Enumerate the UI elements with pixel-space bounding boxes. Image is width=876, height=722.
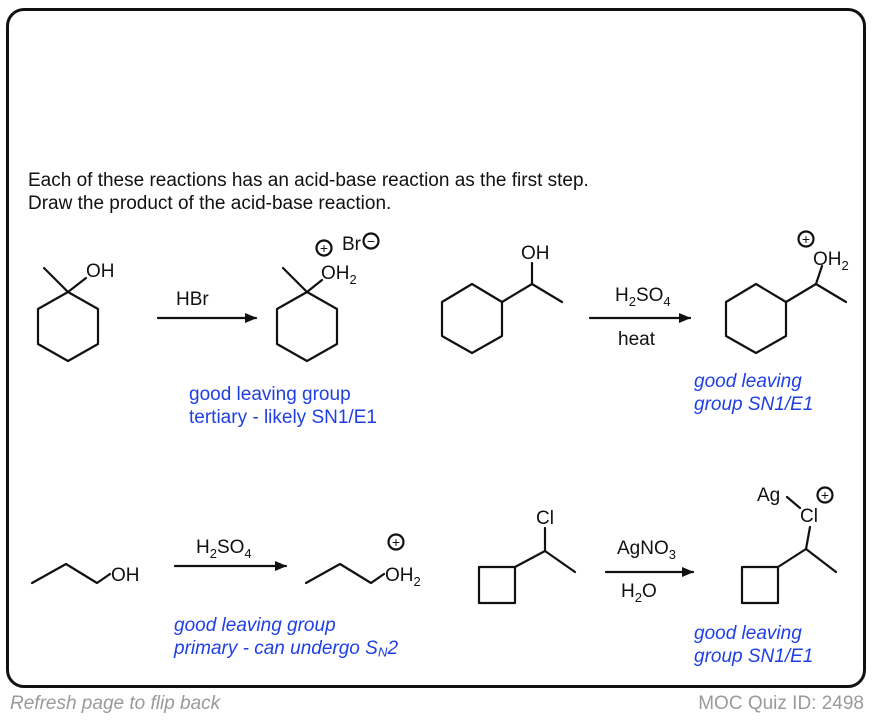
reactant-2-structure: [440, 261, 564, 355]
note-1-line-1: good leaving group: [189, 384, 351, 405]
reagent-3-top: H2SO4: [196, 537, 252, 561]
product-2-oh2-label: OH2: [813, 249, 849, 273]
reagent-4-bottom: H2O: [621, 581, 657, 605]
reactant-3-oh-label: OH: [111, 565, 140, 586]
product-4-ag-label: Ag: [757, 485, 780, 506]
note-2-line-2: group SN1/E1: [694, 394, 814, 415]
quiz-id-label: MOC Quiz ID: 2498: [698, 693, 864, 714]
reagent-4-h: H: [621, 581, 635, 602]
note-2-line-1: good leaving: [694, 371, 802, 392]
product-3-structure: [304, 562, 386, 585]
note-3-line-1: good leaving group: [174, 615, 336, 636]
product-1-structure: [275, 266, 339, 363]
note-4: good leaving group SN1/E1: [694, 622, 813, 668]
plus-charge-2-icon: [797, 230, 815, 248]
plus-sign-4: +: [821, 487, 829, 503]
plus-sign-1: +: [320, 240, 328, 256]
plus-sign-2: +: [802, 231, 810, 247]
note-3: good leaving group primary - can undergo…: [174, 614, 398, 664]
reagent-2-top: H2SO4: [615, 285, 671, 309]
reactant-2-oh-label: OH: [521, 243, 550, 264]
reagent-2-sub2: 4: [663, 294, 670, 309]
reagent-2-so: SO: [636, 285, 663, 306]
instruction-line-2: Draw the product of the acid-base reacti…: [28, 193, 392, 214]
instruction-line-1: Each of these reactions has an acid-base…: [28, 170, 589, 191]
reactant-1-oh-label: OH: [86, 261, 115, 282]
note-4-line-2: group SN1/E1: [694, 646, 814, 667]
reagent-3-sub2: 4: [244, 546, 251, 561]
reagent-3-so: SO: [217, 537, 244, 558]
reagent-4-agno: AgNO: [617, 538, 669, 559]
product-4-cl-label: Cl: [800, 506, 818, 527]
minus-charge-1-icon: [362, 232, 380, 250]
reagent-2-bottom: heat: [618, 329, 656, 350]
reagent-4-sub: 3: [669, 547, 676, 562]
quiz-card: [6, 8, 866, 688]
note-3-line-2-suffix: 2: [387, 638, 399, 659]
note-1-line-2: tertiary - likely SN1/E1: [189, 407, 377, 428]
plus-sign-3: +: [392, 534, 400, 550]
product-2-oh-sub: 2: [842, 258, 849, 273]
note-3-line-2-prefix: primary - can undergo S: [174, 638, 378, 659]
product-2-structure: [724, 264, 848, 355]
reagent-4-bottom-sub: 2: [635, 590, 642, 605]
note-1: good leaving group tertiary - likely SN1…: [189, 383, 377, 429]
reagent-3-sub1: 2: [210, 546, 217, 561]
note-4-line-1: good leaving: [694, 623, 802, 644]
reagent-4-top: AgNO3: [617, 538, 676, 562]
note-2: good leaving group SN1/E1: [694, 370, 813, 416]
refresh-hint[interactable]: Refresh page to flip back: [10, 693, 221, 714]
product-2-oh: OH: [813, 249, 842, 270]
note-3-line-2: primary - can undergo SN2: [174, 637, 398, 664]
reagent-4-o: O: [642, 581, 657, 602]
reagent-3-h: H: [196, 537, 210, 558]
reagent-2-sub1: 2: [629, 294, 636, 309]
plus-charge-1-icon: [315, 239, 333, 257]
reagent-2-h: H: [615, 285, 629, 306]
product-1-oh2-label: OH2: [321, 263, 357, 287]
reactant-4-structure: [477, 526, 577, 605]
reagent-1-top: HBr: [176, 289, 209, 310]
note-3-line-2-sub: N: [377, 644, 388, 660]
product-1-oh: OH: [321, 263, 350, 284]
product-1-oh-sub: 2: [350, 272, 357, 287]
minus-sign-1: −: [367, 233, 375, 249]
product-3-oh-sub: 2: [414, 574, 421, 589]
product-4-structure: [740, 495, 838, 605]
plus-charge-3-icon: [387, 533, 405, 551]
reactant-4-cl-label: Cl: [536, 508, 554, 529]
product-3-oh2-label: OH2: [385, 565, 421, 589]
product-3-oh: OH: [385, 565, 414, 586]
reactant-1-structure: [36, 266, 100, 363]
plus-charge-4-icon: [816, 486, 834, 504]
reactant-3-structure: [30, 562, 112, 585]
counterion-label: Br: [342, 234, 362, 255]
